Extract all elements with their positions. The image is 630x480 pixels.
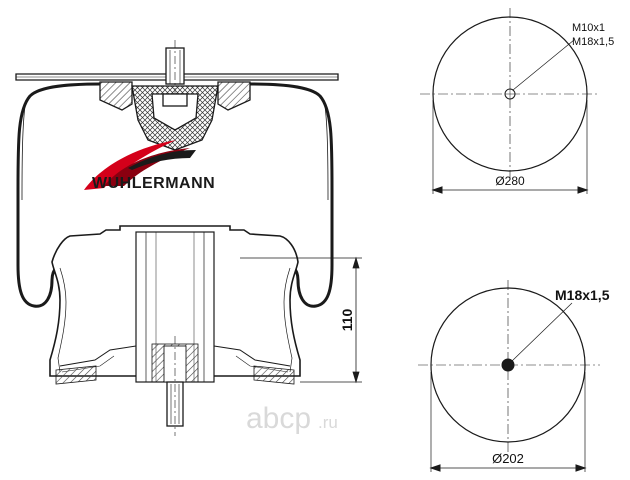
- brand-name: WUHLERMANN: [92, 175, 215, 192]
- top-diameter-label: Ø280: [495, 174, 525, 188]
- bottom-diameter-label: Ø202: [492, 451, 524, 466]
- brand-swoosh-icon: [84, 140, 196, 190]
- top-bead-insert: [99, 81, 251, 151]
- brand-logo: WUHLERMANN: [84, 140, 215, 192]
- height-dimension: [240, 256, 362, 384]
- bottom-view: [418, 280, 600, 472]
- top-view: [420, 8, 600, 194]
- watermark-suffix: .ru: [318, 413, 338, 432]
- top-stud: [165, 40, 185, 110]
- height-label: 110: [339, 308, 355, 331]
- watermark-text: abcp: [246, 402, 311, 435]
- bottom-thread-label: M18x1,5: [555, 287, 610, 303]
- piston-center-tube: [135, 231, 215, 383]
- top-thread-label-2: M18x1,5: [572, 36, 614, 48]
- top-thread-label-1: M10x1: [572, 22, 605, 34]
- watermark: abcp .ru: [246, 402, 338, 435]
- bottom-view-stud: [501, 358, 515, 372]
- bellows: [16, 82, 334, 308]
- bottom-stud: [166, 336, 184, 436]
- side-view: [15, 40, 362, 436]
